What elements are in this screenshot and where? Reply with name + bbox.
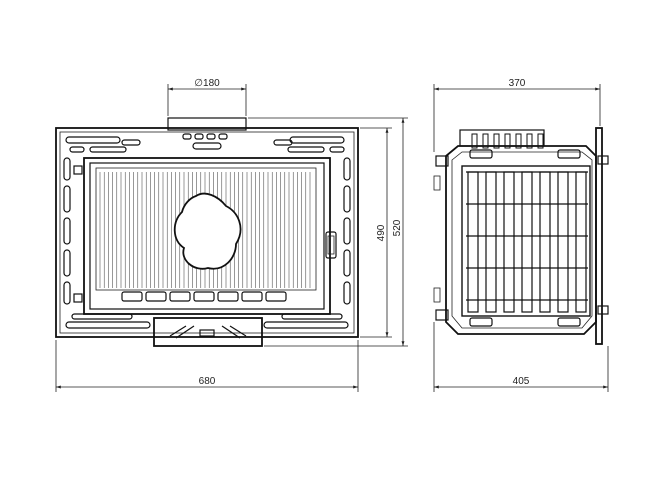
side-top-rib [515,133,522,149]
ash-drawer-vents [169,325,247,339]
door-glass [95,167,317,291]
side-flue-top [459,129,545,147]
side-firebox-grid [461,165,591,317]
door-handle [325,231,337,259]
side-grid-bar [575,171,587,313]
side-bottom-depth-label: 405 [513,376,530,387]
side-top-rib [482,133,489,149]
door-logo-shape [173,192,242,270]
side-top-depth-label: 370 [509,78,526,89]
left-side-slots [63,157,83,305]
side-top-rib [471,133,478,149]
front-frame [55,127,359,338]
total-height-label: 520 [392,219,403,236]
right-side-slots [343,157,351,305]
side-body-outline [445,145,597,335]
side-grid-bar [521,171,533,313]
side-grid-bar [485,171,497,313]
side-grid-bar [467,171,479,313]
ash-drawer [153,317,263,347]
dimension-lines: ∅180 680 490 520 370 405 [55,78,609,392]
side-top-rib [537,133,544,149]
side-view [433,127,609,345]
bottom-ash-slots [121,291,287,302]
front-width-label: 680 [199,376,216,387]
side-grid-bar [539,171,551,313]
front-view [55,117,359,347]
side-grid-frame [461,165,591,317]
door-height-label: 490 [376,224,387,241]
flue-collar [167,117,247,131]
top-vent-slots [65,133,345,153]
side-top-rib [493,133,500,149]
side-grid-bar [503,171,515,313]
firebox-ribs [99,172,311,288]
bottom-vent-slots [65,313,349,329]
side-grid-bar [557,171,569,313]
flue-diameter-label: ∅180 [194,78,220,89]
side-top-rib [504,133,511,149]
side-top-rib [526,133,533,149]
